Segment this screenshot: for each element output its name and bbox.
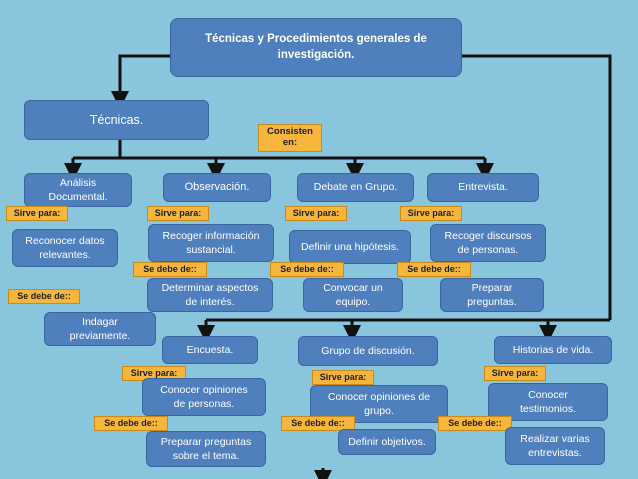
observacion-purpose: Recoger información sustancial. bbox=[148, 224, 274, 262]
sirve-para-grupo: Sirve para: bbox=[312, 370, 374, 385]
se-debe-de-entrevista: Se debe de:: bbox=[397, 262, 471, 277]
historias-step: Realizar varias entrevistas. bbox=[505, 427, 605, 465]
encuesta-purpose: Conocer opiniones de personas. bbox=[142, 378, 266, 416]
historias-purpose: Conocer testimonios. bbox=[488, 383, 608, 421]
analisis-documental-node: Análisis Documental. bbox=[24, 173, 132, 207]
tecnicas-node: Técnicas. bbox=[24, 100, 209, 140]
entrevista-node: Entrevista. bbox=[427, 173, 539, 202]
consisten-label: Consisten en: bbox=[258, 124, 322, 152]
observacion-step: Determinar aspectos de interés. bbox=[147, 278, 273, 312]
sirve-para-analisis: Sirve para: bbox=[6, 206, 68, 221]
grupo-step: Definir objetivos. bbox=[338, 429, 436, 455]
debate-en-grupo-node: Debate en Grupo. bbox=[297, 173, 414, 202]
se-debe-de-grupo: Se debe de:: bbox=[281, 416, 355, 431]
sirve-para-observacion: Sirve para: bbox=[147, 206, 209, 221]
sirve-para-historias: Sirve para: bbox=[484, 366, 546, 381]
se-debe-de-observacion: Se debe de:: bbox=[133, 262, 207, 277]
sirve-para-debate: Sirve para: bbox=[285, 206, 347, 221]
sirve-para-entrevista: Sirve para: bbox=[400, 206, 462, 221]
se-debe-de-analisis: Se debe de:: bbox=[8, 289, 80, 304]
se-debe-de-historias: Se debe de:: bbox=[438, 416, 512, 431]
entrevista-purpose: Recoger discursos de personas. bbox=[430, 224, 546, 262]
debate-step: Convocar un equipo. bbox=[303, 278, 403, 312]
analisis-step: Indagar previamente. bbox=[44, 312, 156, 346]
analisis-purpose: Reconocer datos relevantes. bbox=[12, 229, 118, 267]
encuesta-step: Preparar preguntas sobre el tema. bbox=[146, 431, 266, 467]
grupo-de-discusion-node: Grupo de discusión. bbox=[298, 336, 438, 366]
se-debe-de-encuesta: Se debe de:: bbox=[94, 416, 168, 431]
entrevista-step: Preparar preguntas. bbox=[440, 278, 544, 312]
encuesta-node: Encuesta. bbox=[162, 336, 258, 364]
historias-de-vida-node: Historias de vida. bbox=[494, 336, 612, 364]
se-debe-de-debate: Se debe de:: bbox=[270, 262, 344, 277]
debate-purpose: Definir una hipótesis. bbox=[289, 230, 411, 264]
diagram-title: Técnicas y Procedimientos generales de i… bbox=[170, 18, 462, 77]
observacion-node: Observación. bbox=[163, 173, 271, 202]
